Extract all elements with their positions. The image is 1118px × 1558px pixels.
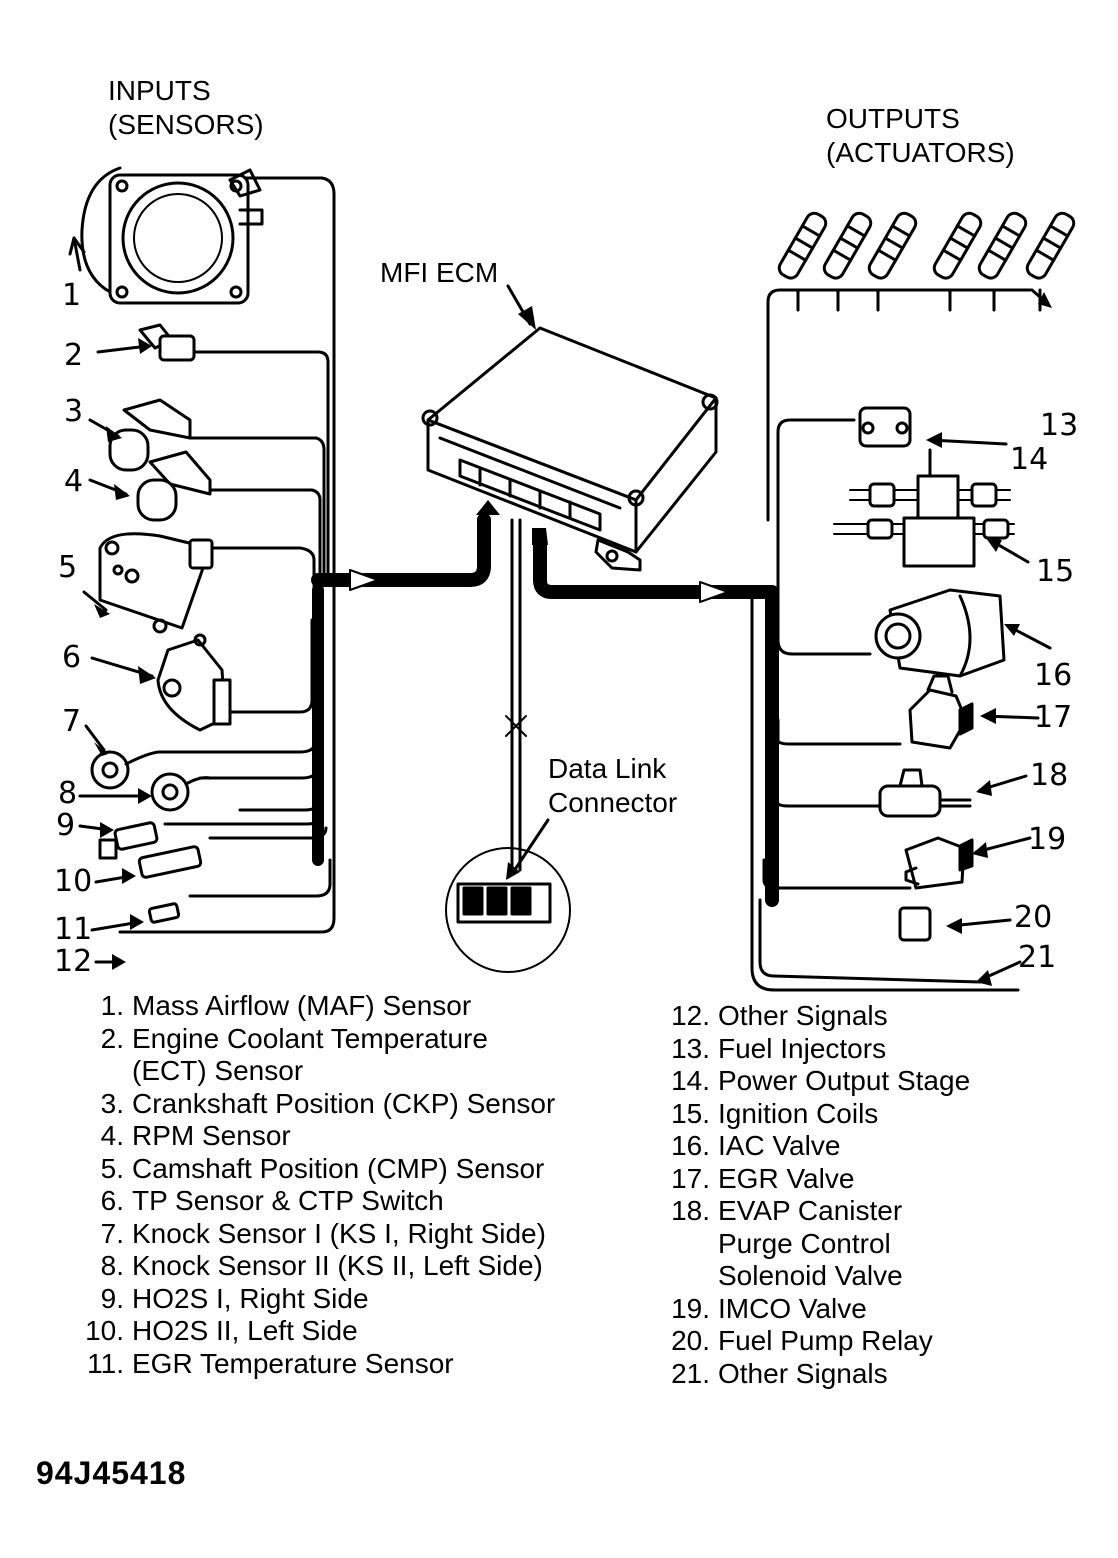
inputs-subheading: (SENSORS) bbox=[108, 109, 264, 140]
callout-15: 15 bbox=[1036, 554, 1075, 589]
callout-1: 1 bbox=[62, 278, 82, 313]
ho2s-sensor-drawing bbox=[78, 821, 203, 884]
ecm-label: MFI ECM bbox=[380, 257, 499, 288]
legend-item: 7.Knock Sensor I (KS I, Right Side) bbox=[100, 1217, 546, 1249]
legend-item: 5.Camshaft Position (CMP) Sensor bbox=[100, 1152, 545, 1184]
knock-sensor-drawing bbox=[78, 724, 212, 812]
imco-valve-drawing bbox=[904, 836, 1032, 890]
legend-item: 1.Mass Airflow (MAF) Sensor bbox=[100, 990, 472, 1021]
egr-valve-drawing bbox=[908, 674, 1040, 750]
ckp-sensor-drawing bbox=[88, 398, 192, 472]
callout-21: 21 bbox=[1018, 940, 1057, 975]
fuel-pump-relay-drawing bbox=[898, 906, 1012, 942]
callout-20: 20 bbox=[1014, 900, 1053, 935]
callout-17: 17 bbox=[1034, 700, 1073, 735]
legend-inputs: 1.Mass Airflow (MAF) Sensor 2.Engine Coo… bbox=[66, 990, 555, 1380]
sensor-harness bbox=[118, 176, 336, 934]
legend-item: 9.HO2S I, Right Side bbox=[100, 1282, 369, 1314]
callout-14: 14 bbox=[1010, 442, 1049, 477]
legend-item: 19.IMCO Valve bbox=[671, 1292, 867, 1324]
callout-10: 10 bbox=[54, 864, 93, 899]
callout-5: 5 bbox=[58, 550, 78, 585]
legend-item: 18.EVAP Canister bbox=[671, 1195, 903, 1226]
legend-item: 11.EGR Temperature Sensor bbox=[87, 1347, 454, 1379]
callout-8: 8 bbox=[58, 776, 78, 811]
legend-item: 2.Engine Coolant Temperature bbox=[100, 1022, 488, 1054]
legend-item: Solenoid Valve bbox=[718, 1260, 903, 1291]
ect-sensor-drawing bbox=[96, 323, 196, 362]
output-bus-arrow bbox=[532, 528, 779, 907]
outputs-subheading: (ACTUATORS) bbox=[826, 137, 1015, 168]
legend-item: 16.IAC Valve bbox=[671, 1130, 841, 1161]
legend-item: 8.Knock Sensor II (KS II, Left Side) bbox=[100, 1250, 543, 1281]
egr-temp-sensor-drawing bbox=[90, 902, 181, 970]
inputs-heading: INPUTS bbox=[108, 75, 211, 106]
legend-item: 14.Power Output Stage bbox=[671, 1065, 971, 1096]
callout-11: 11 bbox=[54, 912, 93, 947]
legend-item: 4.RPM Sensor bbox=[100, 1120, 291, 1151]
legend-item: (ECT) Sensor bbox=[132, 1055, 304, 1086]
callout-3: 3 bbox=[64, 394, 84, 429]
legend-item: Purge Control bbox=[718, 1227, 891, 1259]
cmp-sensor-drawing bbox=[82, 532, 214, 634]
legend-item: 12.Other Signals bbox=[671, 1000, 888, 1031]
tp-sensor-drawing bbox=[90, 633, 232, 732]
ignition-coils-drawing bbox=[833, 474, 1030, 568]
figure-id: 94J45418 bbox=[36, 1455, 187, 1491]
fuel-injectors-drawing bbox=[777, 211, 1076, 308]
legend-item: 10.HO2S II, Left Side bbox=[85, 1315, 358, 1346]
legend-item: 17.EGR Valve bbox=[671, 1162, 855, 1194]
legend-outputs: 12.Other Signals 13.Fuel Injectors 14.Po… bbox=[652, 1000, 970, 1390]
other-signals-out-arrow bbox=[976, 960, 1022, 986]
maf-sensor-drawing bbox=[68, 166, 264, 305]
callout-12: 12 bbox=[54, 944, 93, 979]
callout-6: 6 bbox=[62, 640, 82, 675]
legend-item: 15.Ignition Coils bbox=[671, 1097, 879, 1129]
legend-item: 3.Crankshaft Position (CKP) Sensor bbox=[100, 1087, 556, 1119]
legend-item: 21.Other Signals bbox=[671, 1357, 888, 1389]
rpm-sensor-drawing bbox=[88, 450, 212, 522]
dlc-label-line2: Connector bbox=[548, 787, 678, 818]
iac-valve-drawing bbox=[874, 588, 1052, 678]
power-output-stage-drawing bbox=[858, 406, 1008, 448]
callout-18: 18 bbox=[1030, 758, 1069, 793]
evap-purge-valve-drawing bbox=[878, 768, 1028, 818]
legend-item: 6.TP Sensor & CTP Switch bbox=[100, 1185, 444, 1216]
data-link-wires bbox=[445, 518, 571, 973]
legend-item: 20.Fuel Pump Relay bbox=[671, 1325, 933, 1356]
callout-9: 9 bbox=[56, 808, 76, 843]
legend-item: 13.Fuel Injectors bbox=[671, 1032, 887, 1064]
callout-2: 2 bbox=[64, 338, 84, 373]
actuator-harness bbox=[750, 288, 1042, 992]
callout-16: 16 bbox=[1034, 658, 1073, 693]
ecm-module-drawing bbox=[421, 326, 719, 572]
callout-4: 4 bbox=[64, 464, 84, 499]
callout-7: 7 bbox=[62, 704, 82, 739]
callout-13: 13 bbox=[1040, 408, 1079, 443]
callout-19: 19 bbox=[1028, 822, 1067, 857]
input-bus-arrow bbox=[311, 500, 500, 591]
outputs-heading: OUTPUTS bbox=[826, 103, 960, 134]
dlc-label-line1: Data Link bbox=[548, 753, 667, 784]
